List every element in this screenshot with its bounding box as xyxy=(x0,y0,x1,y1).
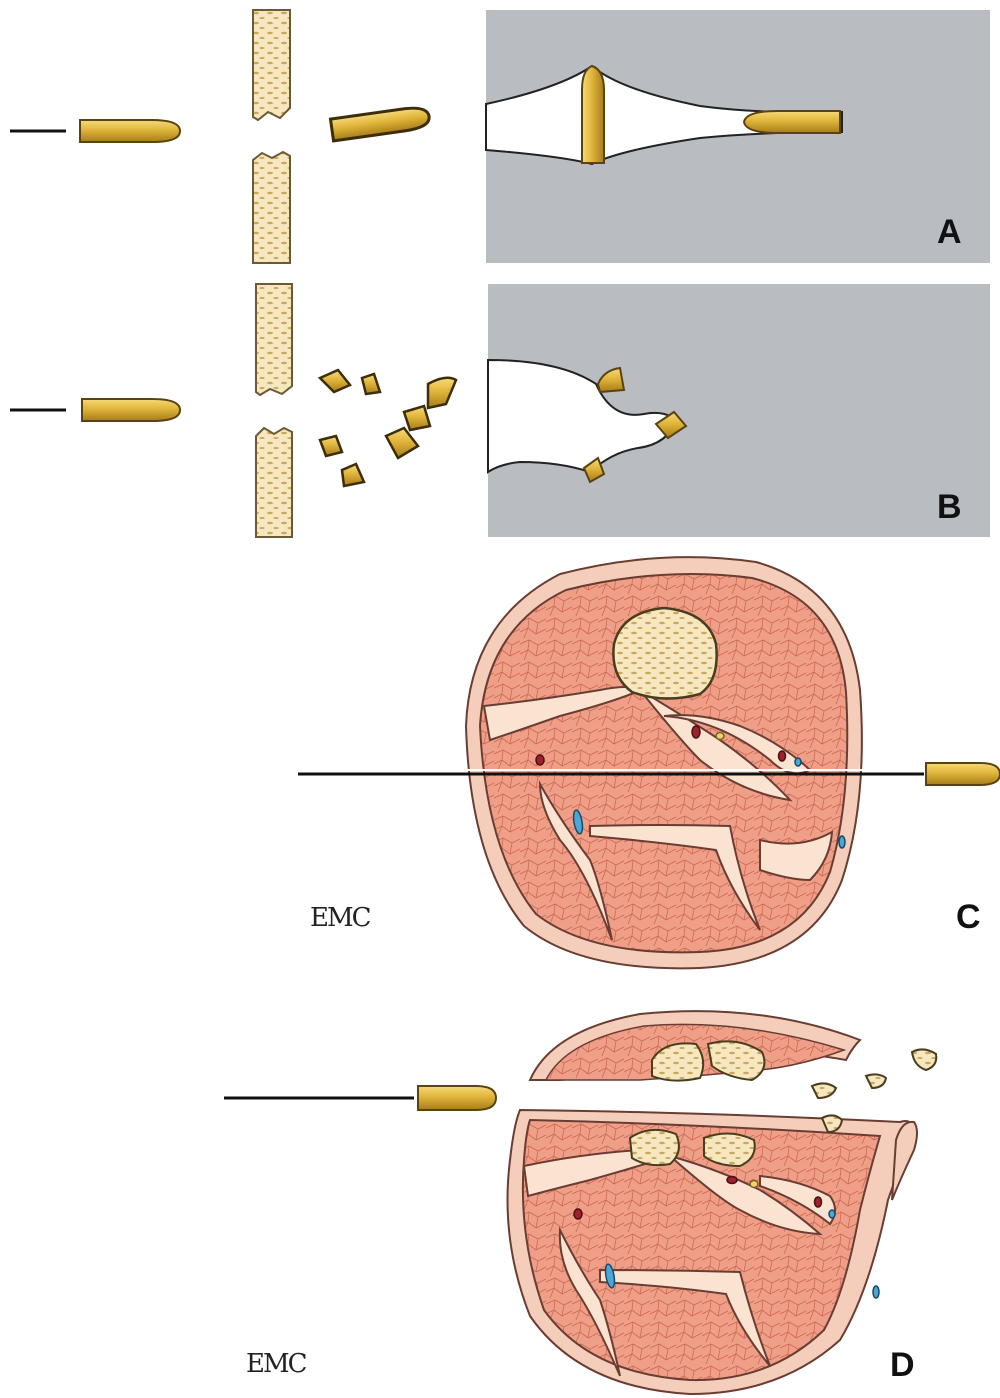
panel-label-b: B xyxy=(937,488,962,526)
bone-cross-section-d xyxy=(704,1133,755,1166)
watermark-emc: EMC xyxy=(246,1349,307,1379)
panel-a: A xyxy=(10,10,990,263)
artery-icon xyxy=(727,1177,737,1184)
watermark-emc: EMC xyxy=(310,903,371,933)
bone-fragment-icon xyxy=(320,370,456,486)
bone-cortex-upper xyxy=(253,10,290,120)
panel-d: EMC D xyxy=(224,1011,936,1394)
bullet-icon xyxy=(82,399,180,421)
artery-icon xyxy=(815,1197,822,1207)
artery-icon xyxy=(536,755,544,765)
nerve-icon xyxy=(716,733,724,740)
vein-icon xyxy=(839,836,845,848)
bullet-icon xyxy=(744,111,840,133)
bone-cortex-lower xyxy=(256,428,292,537)
vein-icon xyxy=(829,1210,835,1218)
bone-cortex-lower xyxy=(253,152,290,263)
bullet-icon xyxy=(80,120,180,142)
artery-icon xyxy=(692,726,700,738)
bone-fragment-icon xyxy=(812,1049,936,1132)
nerve-icon xyxy=(750,1181,758,1188)
bullet-icon xyxy=(330,105,430,140)
bone-cross-section-c xyxy=(613,608,716,699)
artery-icon xyxy=(779,751,786,761)
bullet-icon xyxy=(418,1086,496,1110)
vein-icon xyxy=(795,758,801,766)
bone-cortex-upper xyxy=(256,284,292,395)
panel-b: B xyxy=(10,284,990,537)
bone-cross-section-d xyxy=(630,1130,679,1165)
bullet-icon xyxy=(926,763,1000,785)
panel-label-a: A xyxy=(937,213,962,251)
panel-label-c: C xyxy=(956,898,981,936)
panel-label-d: D xyxy=(890,1346,915,1384)
bullet-icon xyxy=(582,66,604,163)
artery-icon xyxy=(574,1209,582,1219)
panel-c: EMC C xyxy=(298,557,1000,968)
vein-icon xyxy=(873,1286,879,1298)
